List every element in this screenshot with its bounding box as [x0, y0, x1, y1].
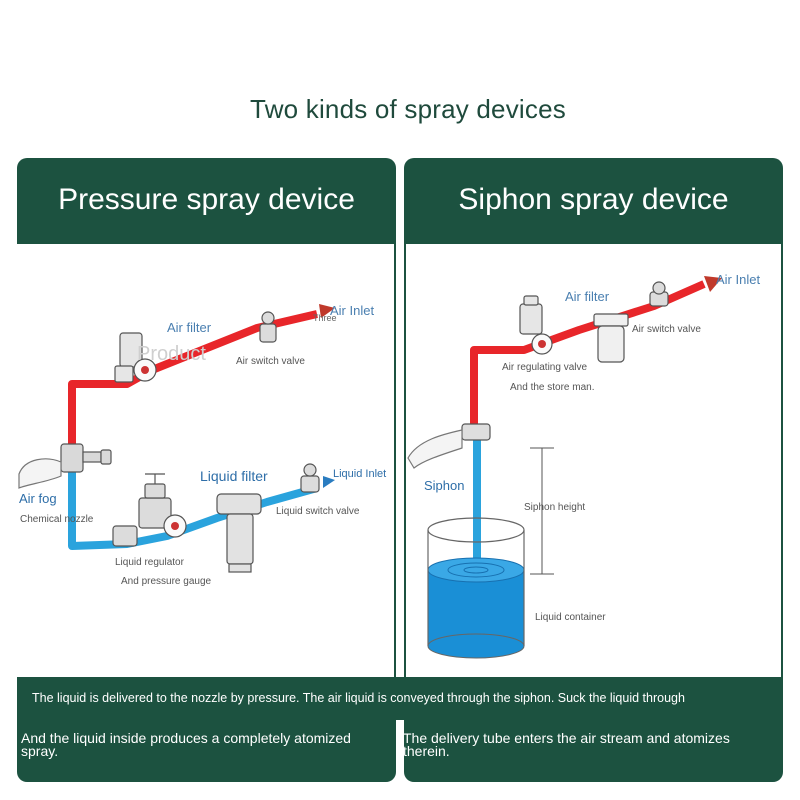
liquid-switch-valve-label: Liquid switch valve [276, 506, 360, 517]
liquid-surface [427, 557, 525, 583]
container-bottom [427, 633, 525, 659]
liquid-container-label: Liquid container [535, 612, 606, 623]
air-fog-label: Air fog [19, 491, 57, 506]
store-man-label: And the store man. [510, 382, 595, 393]
siphon-description: The delivery tube enters the air stream … [403, 730, 730, 759]
hand-illustration [18, 458, 62, 489]
pressure-diagram: Product Air filter Air Inlet Three Air s… [18, 303, 386, 587]
three-label: Three [313, 313, 337, 323]
liquid-filter-label: Liquid filter [200, 468, 268, 484]
liquid-switch-valve [300, 463, 320, 493]
air-switch-valve [259, 311, 277, 343]
siphon-panel-heading: Siphon spray device [458, 183, 729, 216]
air-inlet-arrow [704, 276, 722, 292]
liquid-pipe [68, 458, 319, 550]
air-regulator [114, 332, 157, 383]
liquid-body [428, 570, 524, 646]
air-filter-label: Air filter [565, 289, 610, 304]
chemical-nozzle-label: Chemical nozzle [20, 514, 94, 525]
air-pipe [470, 280, 706, 426]
liquid-regulator-label: Liquid regulator [115, 557, 185, 568]
pressure-description: And the liquid inside produces a complet… [21, 730, 351, 759]
air-switch-valve [649, 281, 669, 307]
nozzle-head [461, 423, 491, 441]
siphon-label: Siphon [424, 478, 464, 493]
pressure-gauge-label: And pressure gauge [121, 576, 212, 587]
siphon-diagram: Air Inlet Air filter Air switch valve Ai… [407, 272, 760, 659]
air-switch-valve-label: Air switch valve [236, 356, 305, 367]
siphon-height-label: Siphon height [524, 502, 585, 513]
caption-strip: The liquid is delivered to the nozzle by… [17, 677, 783, 720]
air-regulating-valve-label: Air regulating valve [502, 362, 587, 373]
pressure-panel-heading: Pressure spray device [58, 183, 355, 216]
hand-illustration [407, 429, 463, 469]
air-regulator [519, 295, 553, 355]
chemical-nozzle-body [60, 443, 112, 473]
air-inlet-label: Air Inlet [330, 303, 374, 318]
page-title: Two kinds of spray devices [250, 94, 566, 124]
air-filter-label: Air filter [167, 320, 212, 335]
air-inlet-label: Air Inlet [716, 272, 760, 287]
air-inlet-arrow [319, 304, 335, 318]
air-filter [593, 313, 629, 363]
liquid-inlet-label: Liquid Inlet [333, 468, 386, 480]
watermark-text: Product [137, 343, 206, 365]
caption-text: The liquid is delivered to the nozzle by… [32, 691, 685, 705]
liquid-filter [216, 493, 262, 573]
liquid-inlet-arrow [323, 476, 335, 488]
air-switch-valve-label: Air switch valve [632, 324, 701, 335]
liquid-regulator [112, 473, 187, 547]
